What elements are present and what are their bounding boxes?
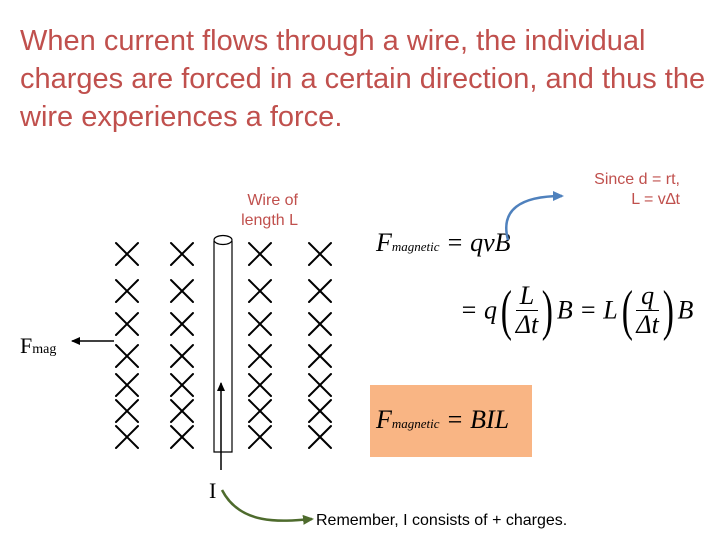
curved-arrow-to-remember <box>220 489 314 525</box>
x-into-page-icon <box>248 242 272 266</box>
x-into-page-icon <box>170 425 194 449</box>
x-into-page-icon <box>248 344 272 368</box>
x-into-page-icon <box>170 344 194 368</box>
wire-label: Wire of length L <box>234 191 298 231</box>
x-into-page-icon <box>308 344 332 368</box>
since-note-line1: Since d = rt, <box>594 171 680 188</box>
x-into-page-icon <box>170 242 194 266</box>
eq1-rhs: = qvB <box>446 228 511 257</box>
x-into-page-icon <box>170 279 194 303</box>
remember-note: Remember, I consists of + charges. <box>316 512 568 529</box>
eq2-eq: = q <box>460 295 498 325</box>
x-into-page-icon <box>308 399 332 423</box>
eq2-den2: Δt <box>636 310 659 339</box>
magnetic-field-crosses <box>115 242 332 449</box>
highlight-box <box>370 385 532 457</box>
force-label: Fmag <box>20 333 56 359</box>
x-into-page-icon <box>308 279 332 303</box>
eq2-mid: B = L <box>556 295 618 325</box>
equation-1: Fmagnetic = qvB <box>376 228 511 258</box>
wire-label-line1: Wire of <box>247 192 298 209</box>
x-into-page-icon <box>248 399 272 423</box>
eq1-lhs: F <box>376 228 392 257</box>
slide-title: When current flows through a wire, the i… <box>20 25 706 133</box>
equation-3: Fmagnetic = BIL <box>376 405 509 435</box>
x-into-page-icon <box>115 312 139 336</box>
force-label-main: F <box>20 333 33 358</box>
x-into-page-icon <box>115 242 139 266</box>
eq1-lhs-sub: magnetic <box>391 239 440 254</box>
current-label: I <box>209 478 217 503</box>
wire-label-line2: length L <box>241 212 298 229</box>
x-into-page-icon <box>248 373 272 397</box>
since-note: Since d = rt, L = v∆t <box>560 170 680 210</box>
x-into-page-icon <box>115 279 139 303</box>
x-into-page-icon <box>115 399 139 423</box>
since-note-line2: L = v∆t <box>631 191 680 208</box>
x-into-page-icon <box>115 373 139 397</box>
eq3-lhs: F <box>376 405 392 434</box>
x-into-page-icon <box>170 399 194 423</box>
x-into-page-icon <box>248 425 272 449</box>
x-into-page-icon <box>115 425 139 449</box>
x-into-page-icon <box>308 425 332 449</box>
x-into-page-icon <box>248 279 272 303</box>
eq2-num2: q <box>636 282 659 311</box>
x-into-page-icon <box>248 312 272 336</box>
x-into-page-icon <box>308 242 332 266</box>
eq2-num1: L <box>515 282 539 311</box>
eq2-end: B <box>677 295 694 325</box>
x-into-page-icon <box>170 373 194 397</box>
x-into-page-icon <box>308 312 332 336</box>
eq3-rhs: = BIL <box>446 405 510 434</box>
curved-arrow-to-note <box>505 191 564 241</box>
x-into-page-icon <box>115 344 139 368</box>
force-label-sub: mag <box>32 342 57 357</box>
eq2-den1: Δt <box>515 310 539 339</box>
x-into-page-icon <box>170 312 194 336</box>
eq3-lhs-sub: magnetic <box>391 416 440 431</box>
x-into-page-icon <box>308 373 332 397</box>
wire <box>213 234 233 453</box>
